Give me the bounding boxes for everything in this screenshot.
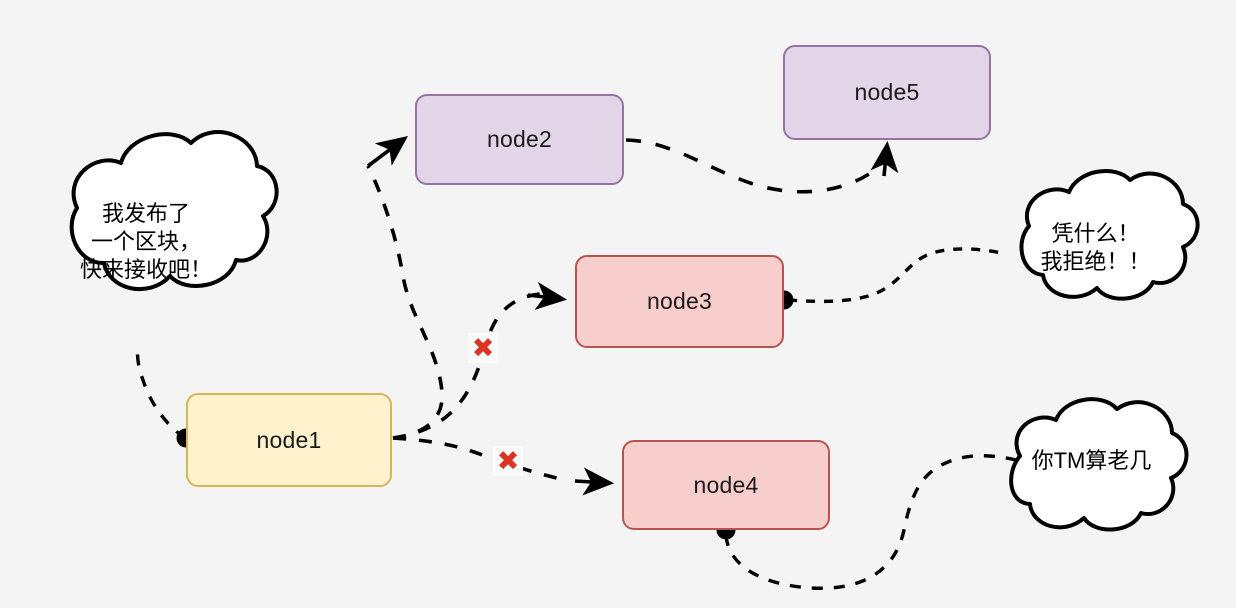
node-node4[interactable]: node4 [622,440,830,530]
node-node3-label: node3 [647,288,712,314]
edge-node1-to-node2-head [366,135,409,168]
edge-node1-to-cloud1 [135,343,186,440]
edge-node4-to-cloud3 [724,454,1017,590]
cloud-node1 [69,130,279,292]
node-node3[interactable]: node3 [575,255,784,348]
node-node5[interactable]: node5 [783,45,991,140]
node-node1-label: node1 [256,426,322,453]
node-node4-label: node4 [693,471,759,498]
edge-node1-to-node4-head [574,467,615,496]
edge-node2-to-node5-head [870,140,899,177]
edge-node2-to-node5 [625,138,874,194]
cloud-node3 [1019,168,1200,301]
edge-node3-to-cloud2 [787,247,1003,304]
x-mark-node3-edge: ✖ [468,333,498,363]
x-mark-node4-edge: ✖ [493,446,523,476]
node-node2-label: node2 [487,126,552,152]
node-node2[interactable]: node2 [415,94,624,185]
edge-node1-to-node3-head [527,282,568,310]
cloud-node4 [1009,397,1189,532]
node-node1[interactable]: node1 [186,393,392,487]
node-node5-label: node5 [854,79,920,105]
edge-node1-to-node4 [392,436,567,482]
edge-node1-to-node3 [392,292,541,440]
edge-node1-to-node2 [366,165,444,440]
